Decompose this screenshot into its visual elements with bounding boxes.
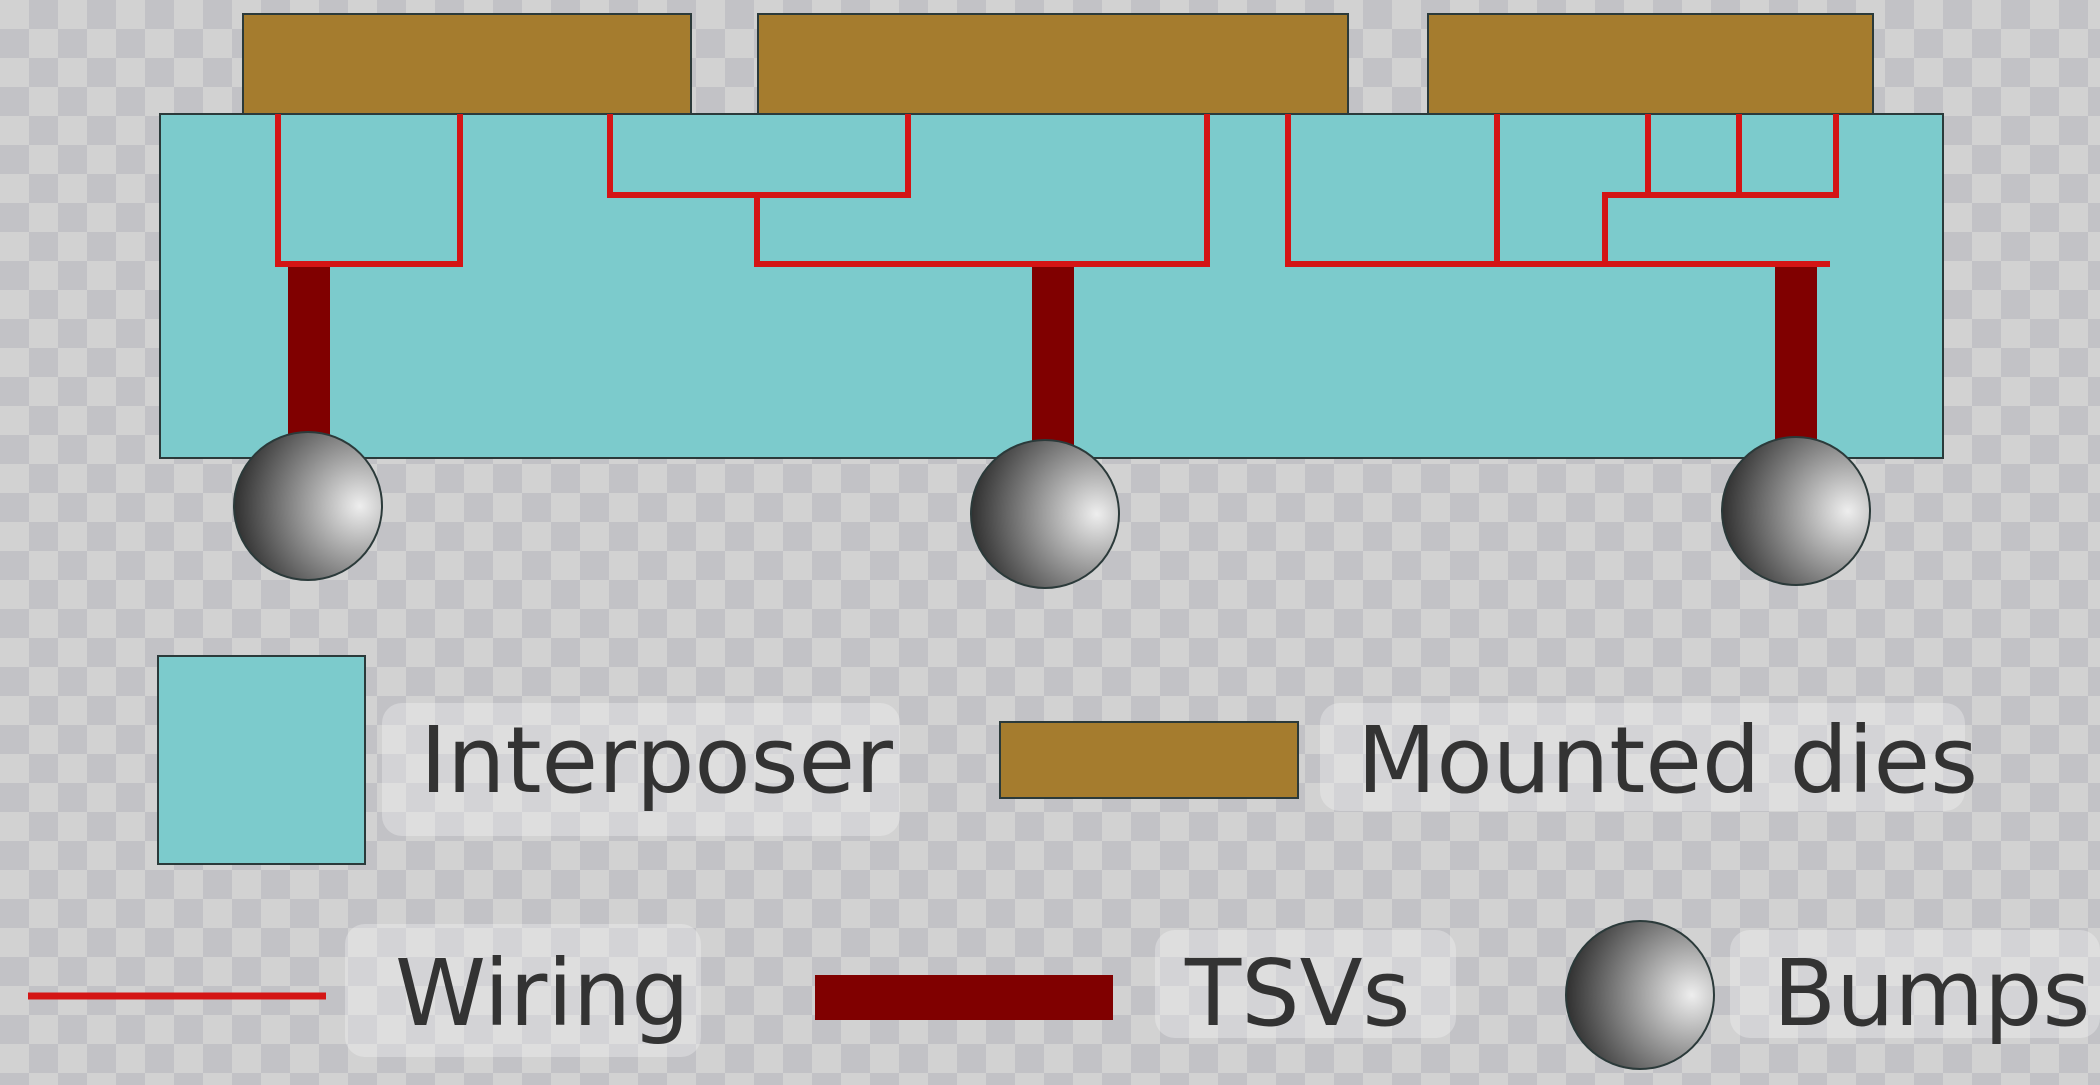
legend-interposer-label: Interposer [420, 707, 893, 814]
tsv [288, 267, 330, 458]
die-right [1427, 13, 1874, 115]
legend: Interposer Mounted dies Wiring TSVs Bump… [28, 655, 2100, 1070]
bump [1721, 436, 1871, 586]
bump [970, 439, 1120, 589]
bumps [233, 431, 1871, 589]
wiring-trace [754, 114, 1210, 267]
wiring-trace [1285, 114, 1830, 267]
tsvs [288, 267, 1817, 458]
wiring-trace [1602, 114, 1839, 264]
wiring-trace [275, 114, 463, 267]
legend-tsvs-label: TSVs [1184, 940, 1410, 1047]
legend-die-swatch [999, 721, 1299, 799]
legend-tsv-swatch [815, 975, 1113, 1020]
legend-dies-label: Mounted dies [1357, 707, 1978, 814]
tsv [1775, 267, 1817, 458]
wiring-traces [275, 114, 1839, 267]
legend-interposer-swatch [157, 655, 366, 865]
tsv [1032, 267, 1074, 458]
die-center [757, 13, 1349, 115]
mounted-dies [242, 13, 1874, 115]
legend-bumps-label: Bumps [1773, 940, 2090, 1047]
legend-wiring-label: Wiring [395, 940, 690, 1047]
die-left [242, 13, 692, 115]
legend-bump-swatch [1565, 920, 1715, 1070]
bump [233, 431, 383, 581]
